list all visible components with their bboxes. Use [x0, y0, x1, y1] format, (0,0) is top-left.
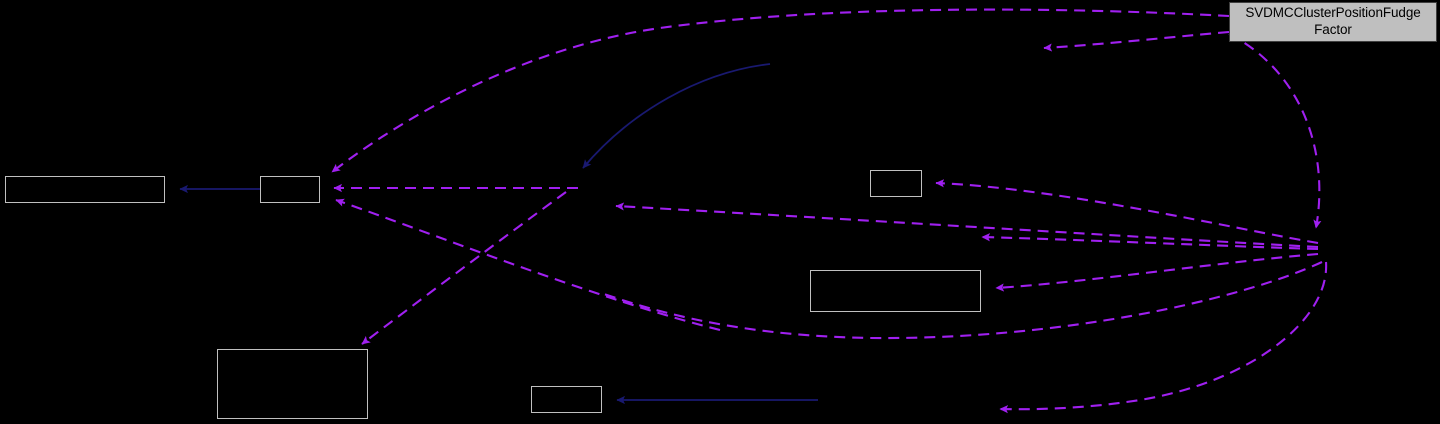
edge-righthub-to-mid-small: [935, 179, 1319, 245]
edge-righthub-to-bottom-arrow: [999, 261, 1328, 414]
edge-righthub-to-mid-arrow: [981, 233, 1319, 251]
node-label: SVDMCClusterPositionFudge Factor: [1245, 5, 1421, 37]
edge-hub-to-left-small-lower: [335, 198, 721, 332]
edge-righthub-to-hub: [615, 202, 1319, 249]
node-mid-small[interactable]: [870, 170, 922, 197]
node-bottom-mid[interactable]: [531, 386, 602, 413]
edge-focus-to-left-small-top: [331, 8, 1230, 173]
edge-righthub-to-lower-curve: [603, 261, 1323, 340]
edge-hub-curve-solid: [582, 63, 771, 169]
node-left-small[interactable]: [260, 176, 320, 203]
node-svdmcclusterpositionfudgefactor[interactable]: SVDMCClusterPositionFudge Factor: [1229, 2, 1437, 42]
edge-focus-to-arrow-upper: [1043, 30, 1230, 52]
edge-hub-to-bottom-left: [361, 191, 567, 345]
edge-righthub-to-mid-wide: [995, 252, 1319, 292]
edge-focus-to-righthub: [1228, 33, 1322, 229]
node-left-wide[interactable]: [5, 176, 165, 203]
node-mid-wide[interactable]: [810, 270, 981, 312]
node-bottom-left[interactable]: [217, 349, 368, 419]
